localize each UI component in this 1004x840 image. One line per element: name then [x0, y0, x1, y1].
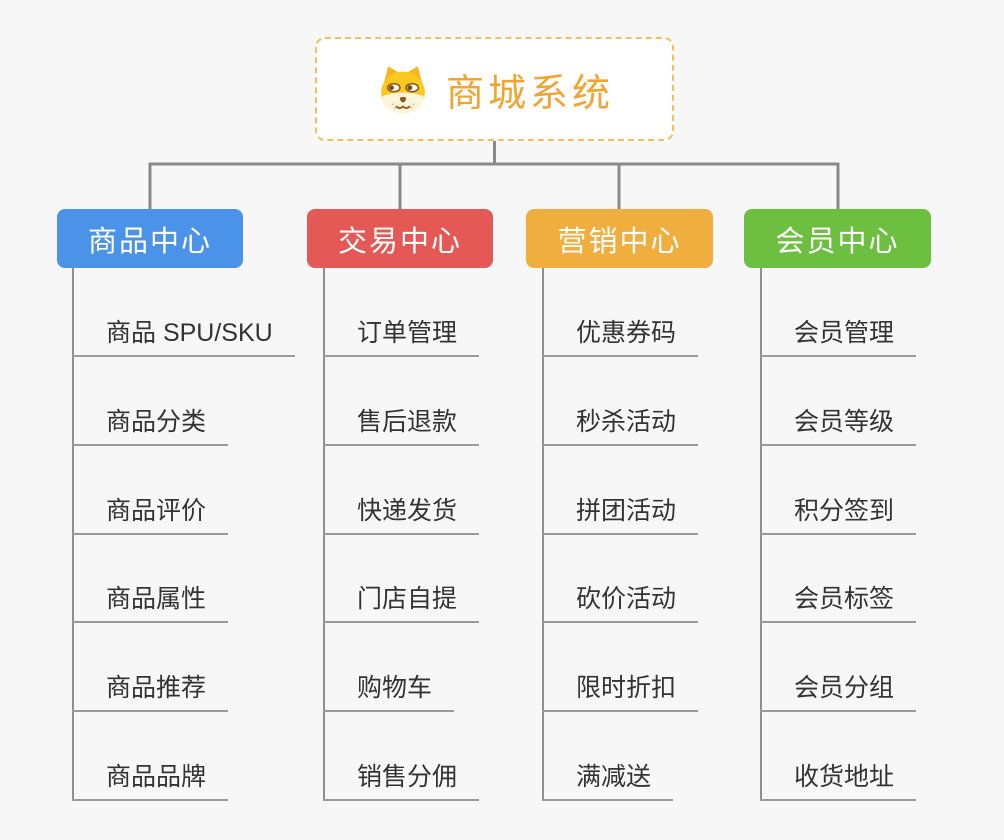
category-node-member-center[interactable]: 会员中心	[744, 209, 931, 268]
leaf-node-sales-commission[interactable]: 销售分佣	[323, 757, 480, 801]
leaf-node-shopping-cart[interactable]: 购物车	[323, 668, 455, 712]
root-node[interactable]: 商城系统	[315, 37, 674, 141]
leaf-node-product-spu-sku[interactable]: 商品 SPU/SKU	[72, 313, 295, 357]
leaf-node-express-delivery[interactable]: 快递发货	[323, 491, 480, 535]
leaf-node-points-checkin[interactable]: 积分签到	[760, 491, 917, 535]
category-node-product-center[interactable]: 商品中心	[57, 209, 243, 268]
leaf-node-limited-time-discount[interactable]: 限时折扣	[542, 668, 699, 712]
leaf-node-bargain-activity[interactable]: 砍价活动	[542, 579, 699, 623]
leaf-node-member-level[interactable]: 会员等级	[760, 402, 917, 446]
root-title: 商城系统	[445, 72, 614, 115]
leaf-node-coupon-code[interactable]: 优惠券码	[542, 313, 699, 357]
leaf-node-group-buy[interactable]: 拼团活动	[542, 491, 699, 535]
leaf-node-product-attribute[interactable]: 商品属性	[72, 579, 229, 623]
category-node-trade-center[interactable]: 交易中心	[307, 209, 493, 268]
leaf-node-member-group[interactable]: 会员分组	[760, 668, 917, 712]
leaf-node-flash-sale[interactable]: 秒杀活动	[542, 402, 699, 446]
dog-face-icon	[375, 62, 431, 116]
leaf-node-full-reduction[interactable]: 满减送	[542, 757, 674, 801]
leaf-node-store-pickup[interactable]: 门店自提	[323, 579, 480, 623]
leaf-node-product-category[interactable]: 商品分类	[72, 402, 229, 446]
leaf-node-member-tag[interactable]: 会员标签	[760, 579, 917, 623]
leaf-node-order-management[interactable]: 订单管理	[323, 313, 480, 357]
category-node-marketing-center[interactable]: 营销中心	[526, 209, 713, 268]
leaf-node-product-review[interactable]: 商品评价	[72, 491, 229, 535]
leaf-node-member-management[interactable]: 会员管理	[760, 313, 917, 357]
leaf-node-product-recommend[interactable]: 商品推荐	[72, 668, 229, 712]
leaf-node-product-brand[interactable]: 商品品牌	[72, 757, 229, 801]
leaf-node-shipping-address[interactable]: 收货地址	[760, 757, 917, 801]
leaf-node-after-sales-refund[interactable]: 售后退款	[323, 402, 480, 446]
